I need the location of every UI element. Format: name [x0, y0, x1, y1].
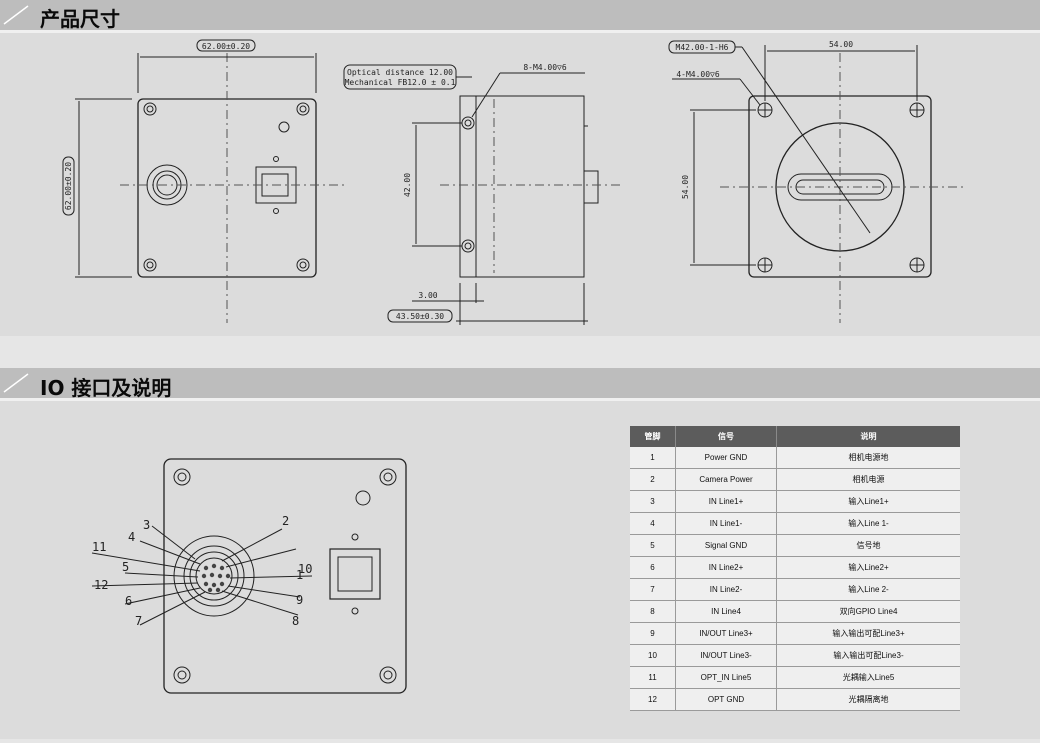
pin-label: 11 — [92, 540, 106, 554]
signal-cell: IN Line1- — [675, 512, 777, 535]
mechanical-fb-label: Mechanical FB12.0 ± 0.1 — [345, 78, 456, 87]
side-thread-label: 8-M4.00▽6 — [523, 63, 567, 72]
header-slash-icon — [3, 373, 29, 393]
description-cell: 光耦输入Line5 — [776, 666, 960, 689]
pin-cell: 8 — [630, 600, 676, 623]
signal-cell: Camera Power — [675, 468, 777, 491]
pin-cell: 2 — [630, 468, 676, 491]
depth-dim: 43.50±0.30 — [396, 312, 444, 321]
pin-label: 1 — [296, 568, 303, 582]
pin-cell: 10 — [630, 644, 676, 667]
io-connector-diagram: 1 2 3 4 5 6 7 8 9 10 11 12 — [91, 458, 407, 694]
description-cell: 输入Line 2- — [776, 578, 960, 601]
description-cell: 相机电源地 — [776, 447, 960, 469]
pin-cell: 3 — [630, 490, 676, 513]
description-cell: 输入输出可配Line3+ — [776, 622, 960, 645]
description-cell: 输入输出可配Line3- — [776, 644, 960, 667]
side-view-drawing — [343, 64, 620, 325]
pin-label: 6 — [125, 594, 132, 608]
pin-cell: 1 — [630, 447, 676, 469]
description-cell: 信号地 — [776, 534, 960, 557]
back-view-drawing — [668, 40, 965, 323]
description-cell: 光耦隔离地 — [776, 688, 960, 711]
pin-label: 7 — [135, 614, 142, 628]
pin-label: 3 — [143, 518, 150, 532]
back-width-dim: 54.00 — [829, 40, 853, 49]
description-cell: 相机电源 — [776, 468, 960, 491]
front-width-dim: 62.00±0.20 — [202, 42, 250, 51]
header-slash-icon — [3, 5, 29, 25]
description-cell: 输入Line 1- — [776, 512, 960, 535]
table-header-signal: 信号 — [675, 426, 777, 447]
signal-cell: Power GND — [675, 447, 777, 469]
pin-label: 4 — [128, 530, 135, 544]
signal-cell: IN Line4 — [675, 600, 777, 623]
pin-label: 8 — [292, 614, 299, 628]
pin-cell: 12 — [630, 688, 676, 711]
pin-label: 12 — [94, 578, 108, 592]
table-header-pin: 管脚 — [630, 426, 676, 447]
section-header-dimensions: 产品尺寸 — [0, 0, 1040, 33]
flange-thickness: 3.00 — [418, 291, 437, 300]
signal-cell: IN Line2- — [675, 578, 777, 601]
signal-cell: OPT_IN Line5 — [675, 666, 777, 689]
dimensions-panel: 62.00±0.20 62.00±0.20 Optical distance 1… — [0, 33, 1040, 336]
pin-label: 9 — [296, 593, 303, 607]
description-cell: 双向GPIO Line4 — [776, 600, 960, 623]
hole-thread-label: 4-M4.00▽6 — [676, 70, 720, 79]
pin-cell: 9 — [630, 622, 676, 645]
pin-label: 5 — [122, 560, 129, 574]
table-header-desc: 说明 — [776, 426, 960, 447]
pin-cell: 4 — [630, 512, 676, 535]
signal-cell: Signal GND — [675, 534, 777, 557]
section-header-io: IO 接口及说明 — [0, 368, 1040, 401]
front-height-dim: 62.00±0.20 — [64, 162, 73, 210]
front-view-drawing — [62, 39, 345, 323]
pin-cell: 11 — [630, 666, 676, 689]
signal-cell: OPT GND — [675, 688, 777, 711]
mount-thread-label: M42.00-1-H6 — [676, 43, 729, 52]
back-height-dim: 54.00 — [681, 175, 690, 199]
pin-label: 10 — [298, 562, 312, 576]
pin-cell: 7 — [630, 578, 676, 601]
optical-distance-label: Optical distance 12.00 — [347, 68, 453, 77]
signal-cell: IN/OUT Line3- — [675, 644, 777, 667]
pin-cell: 6 — [630, 556, 676, 579]
table-header-row: 管脚 信号 说明 — [630, 426, 960, 447]
signal-cell: IN Line1+ — [675, 490, 777, 513]
signal-cell: IN/OUT Line3+ — [675, 622, 777, 645]
pin-label: 2 — [282, 514, 289, 528]
dimension-drawings: 62.00±0.20 62.00±0.20 Optical distance 1… — [62, 39, 965, 325]
description-cell: 输入Line1+ — [776, 490, 960, 513]
pin-cell: 5 — [630, 534, 676, 557]
description-cell: 输入Line2+ — [776, 556, 960, 579]
signal-cell: IN Line2+ — [675, 556, 777, 579]
side-hole-spacing: 42.00 — [403, 173, 412, 197]
section-title: 产品尺寸 — [40, 7, 120, 31]
section-title: IO 接口及说明 — [40, 376, 172, 400]
